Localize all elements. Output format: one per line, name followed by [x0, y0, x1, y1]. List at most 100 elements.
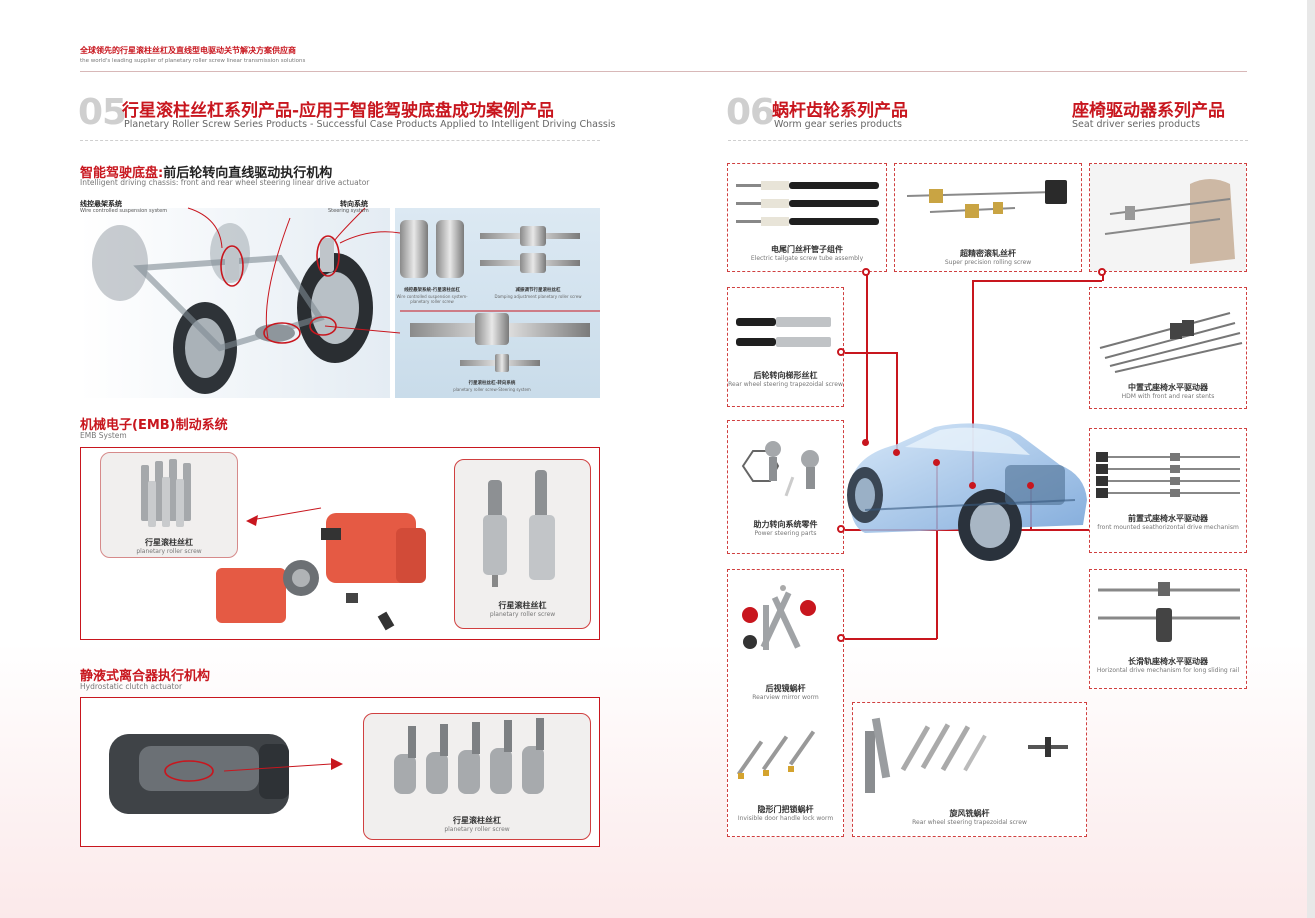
section06-divider	[728, 140, 1248, 141]
power-steering-cap-cn: 助力转向系统零件	[753, 520, 818, 529]
connector-dot	[969, 482, 976, 489]
label-steering-cn: 转向系统	[340, 200, 368, 208]
clutch-subtitle: Hydrostatic clutch actuator	[80, 682, 183, 691]
label-suspension-en: Wire controlled suspension system	[80, 208, 168, 214]
whirlwind-cap-en: Rear wheel steering trapezoidal screw	[912, 819, 1027, 826]
rear-steering-screw-image	[736, 317, 831, 347]
chassis-illustration	[80, 198, 600, 398]
clutch-panel: 行星滚柱丝杠 planetary roller screw	[80, 697, 600, 847]
clutch-cap-en: planetary roller screw	[444, 826, 510, 833]
clutch-actuator-image	[109, 734, 343, 814]
emb-big-cap-en: planetary roller screw	[489, 611, 556, 618]
header-divider	[80, 71, 1247, 72]
part3-en: planetary roller screw-Steering system	[453, 387, 531, 392]
connector-line	[972, 280, 974, 486]
part2-cn: 减振调节行星滚柱丝杠	[515, 288, 561, 293]
emb-panel: 行星滚柱丝杠 planetary roller screw 行星滚柱丝杠 pla…	[80, 447, 600, 640]
mirror-worm-image	[742, 585, 816, 650]
connector-dot	[837, 634, 845, 642]
product-long-rail: 长滑轨座椅水平驱动器 Horizontal drive mechanism fo…	[1089, 569, 1247, 689]
connector-line	[845, 352, 897, 354]
hdm-image	[1099, 312, 1243, 373]
door-worm-image	[736, 730, 816, 779]
connector-dot	[837, 525, 845, 533]
section05-title: 行星滚柱丝杠系列产品-应用于智能驾驶底盘成功案例产品	[122, 101, 555, 121]
emb-big-card: 行星滚柱丝杠 planetary roller screw	[454, 459, 591, 629]
part3-cn: 行星滚柱丝杠-转向系统	[468, 381, 516, 386]
emb-small-cap-cn: 行星滚柱丝杠	[145, 538, 193, 547]
label-suspension-cn: 线控悬架系统	[80, 200, 122, 208]
precision-cap-cn: 超精密滚轧丝杆	[960, 249, 1016, 258]
tailgate-tubes-image	[736, 181, 879, 226]
product-seat	[1089, 163, 1247, 272]
mirror-cap-en: Rearview mirror worm	[752, 694, 819, 701]
emb-screws-image	[141, 459, 191, 527]
connector-dot	[1027, 482, 1034, 489]
connector-dot	[1098, 268, 1106, 276]
product-mirror-door-worm: 后视镜蜗杆 Rearview mirror worm 隐形门把锁蜗杆 Invis…	[727, 569, 844, 837]
section06-title2: 座椅驱动器系列产品	[1072, 101, 1225, 121]
connector-dot	[862, 439, 869, 446]
connector-line	[845, 638, 937, 640]
power-steering-parts-image	[741, 441, 819, 497]
connector-dot	[933, 459, 940, 466]
product-hdm: 中置式座椅水平驱动器 HDM with front and rear stent…	[1089, 287, 1247, 409]
product-front-mounted: 前置式座椅水平驱动器 front mounted seathorizontal …	[1089, 428, 1247, 553]
connector-dot	[862, 268, 870, 276]
emb-caliper-image	[216, 507, 426, 631]
product-power-steering: 助力转向系统零件 Power steering parts	[727, 420, 844, 554]
front-mounted-image	[1096, 452, 1240, 498]
connector-line	[1102, 272, 1104, 281]
part1-en: Wire controlled suspension system- plane…	[396, 294, 468, 304]
header-title-en: the world's leading supplier of planetar…	[80, 58, 306, 64]
product-precision-screw: 超精密滚轧丝杆 Super precision rolling screw	[894, 163, 1082, 272]
mirror-cap-cn: 后视镜蜗杆	[765, 684, 806, 693]
long-rail-cap-en: Horizontal drive mechanism for long slid…	[1096, 667, 1240, 674]
product-tailgate: 电尾门丝杆管子组件 Electric tailgate screw tube a…	[727, 163, 887, 272]
whirlwind-worm-image	[865, 717, 1068, 793]
product-rear-steering: 后轮转向梯形丝杠 Rear wheel steering trapezoidal…	[727, 287, 844, 407]
section05-divider	[80, 140, 600, 141]
transparent-car-image	[847, 423, 1087, 561]
section06-title: 蜗杆齿轮系列产品	[772, 101, 908, 121]
section06-subtitle2: Seat driver series products	[1072, 119, 1201, 130]
emb-small-card: 行星滚柱丝杠 planetary roller screw	[100, 452, 238, 558]
tailgate-cap-cn: 电尾门丝杆管子组件	[771, 245, 843, 254]
hdm-cap-en: HDM with front and rear stents	[1121, 393, 1215, 400]
chassis-heading: 智能驾驶底盘:前后轮转向直线驱动执行机构	[80, 166, 333, 181]
product-whirlwind-worm: 旋风铣蜗杆 Rear wheel steering trapezoidal sc…	[852, 702, 1087, 837]
clutch-heading: 静液式离合器执行机构	[80, 669, 211, 684]
connector-line	[896, 352, 898, 452]
seat-image	[1090, 164, 1246, 271]
whirlwind-cap-cn: 旋风铣蜗杆	[949, 809, 990, 818]
emb-big-screws-image	[483, 470, 555, 587]
precision-screw-image	[906, 180, 1067, 218]
section05-subtitle: Planetary Roller Screw Series Products -…	[124, 119, 616, 130]
rear-steering-cap-en: Rear wheel steering trapezoidal screw	[728, 381, 843, 388]
part2-en: Damping adjustment planetary roller scre…	[494, 294, 582, 299]
section06-subtitle: Worm gear series products	[774, 119, 902, 130]
clutch-cap-cn: 行星滚柱丝杠	[453, 816, 501, 825]
label-steering-en: Steering system	[328, 208, 369, 214]
front-mounted-cap-cn: 前置式座椅水平驱动器	[1128, 514, 1208, 523]
front-mounted-cap-en: front mounted seathorizontal drive mecha…	[1097, 524, 1239, 531]
section05-number: 05	[78, 92, 127, 133]
long-rail-image	[1098, 582, 1240, 642]
page-edge	[1307, 0, 1315, 918]
connector-line	[972, 280, 1102, 282]
emb-small-cap-en: planetary roller screw	[136, 548, 202, 555]
clutch-card: 行星滚柱丝杠 planetary roller screw	[363, 713, 591, 840]
connector-dot	[893, 449, 900, 456]
emb-big-cap-cn: 行星滚柱丝杠	[498, 601, 547, 610]
door-cap-en: Invisible door handle lock worm	[737, 815, 834, 822]
tailgate-cap-en: Electric tailgate screw tube assembly	[750, 255, 864, 262]
door-cap-cn: 隐形门把锁蜗杆	[757, 805, 814, 814]
connector-line	[936, 462, 938, 639]
connector-dot	[837, 348, 845, 356]
power-steering-cap-en: Power steering parts	[754, 530, 817, 537]
section06-number: 06	[726, 92, 775, 133]
emb-heading: 机械电子(EMB)制动系统	[80, 418, 228, 433]
chassis-subtitle: Intelligent driving chassis: front and r…	[80, 178, 370, 187]
precision-cap-en: Super precision rolling screw	[944, 259, 1032, 266]
header-title-cn: 全球领先的行星滚柱丝杠及直线型电驱动关节解决方案供应商	[80, 46, 296, 55]
